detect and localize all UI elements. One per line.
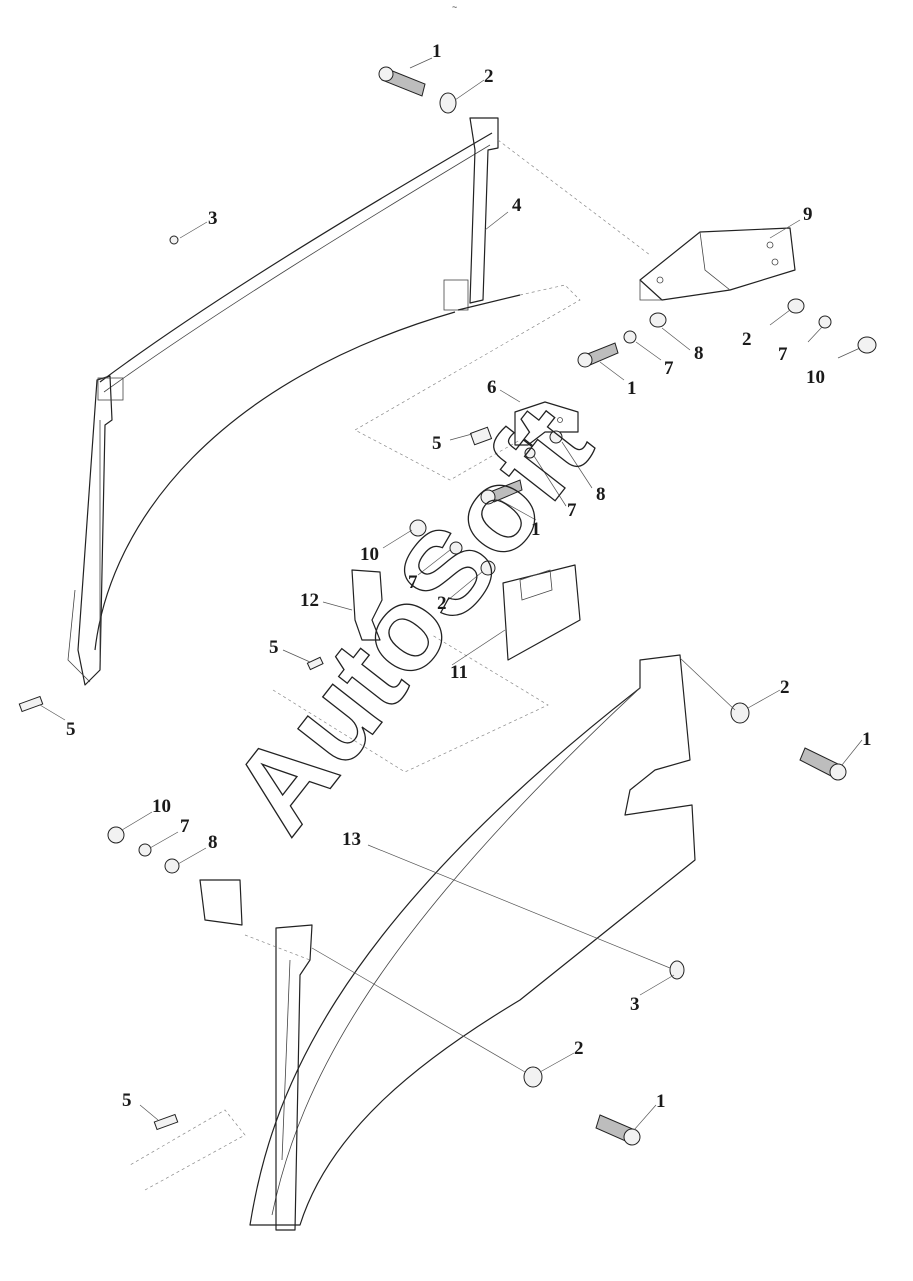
bracket-part-6 [514,401,579,446]
callout-2-right: 2 [742,329,752,350]
callout-7-mid: 7 [567,500,577,521]
header-mark: ~ [452,2,457,12]
callout-9: 9 [803,204,813,225]
plate-part-11 [502,564,581,661]
callout-7-right-a: 7 [664,358,674,379]
callout-5-left: 5 [66,719,76,740]
callout-5-mid: 5 [432,433,442,454]
callout-7-low: 7 [180,816,190,837]
callout-1-lower-right: 1 [862,729,872,750]
callout-2-top: 2 [484,66,494,87]
upper-fender-liner [67,117,521,686]
callout-1-mid: 1 [531,519,541,540]
lower-fender-panel [199,654,696,1231]
callout-5-mid-b: 5 [269,637,279,658]
callout-8-mid: 8 [596,484,606,505]
callout-13: 13 [342,829,361,850]
leader-lines [39,57,863,1131]
callout-2-mid: 2 [437,593,447,614]
callout-1-top: 1 [432,41,442,62]
callout-10-mid: 10 [360,544,379,565]
bracket-part-9 [639,227,796,301]
callout-7-right-b: 7 [778,344,788,365]
callout-labels: 1 2 3 4 9 2 7 10 8 7 1 6 5 8 7 1 10 7 12… [66,41,872,1112]
callout-7-mid-b: 7 [408,572,418,593]
callout-11: 11 [450,662,468,683]
callout-8-right: 8 [694,343,704,364]
bracket-part-12 [351,569,383,641]
hardware [18,66,877,1146]
watermark: AutoSoft [206,382,617,856]
callout-2-bottom: 2 [574,1038,584,1059]
callout-10-low: 10 [152,796,171,817]
callout-12: 12 [300,590,319,611]
callout-6: 6 [487,377,497,398]
callout-4: 4 [512,195,522,216]
callout-1-right: 1 [627,378,637,399]
callout-3-top: 3 [208,208,218,229]
callout-2-lower-right: 2 [780,677,790,698]
callout-8-low: 8 [208,832,218,853]
callout-5-bottom: 5 [122,1090,132,1111]
callout-1-bottom: 1 [656,1091,666,1112]
callout-10-right: 10 [806,367,825,388]
callout-3-low: 3 [630,994,640,1015]
